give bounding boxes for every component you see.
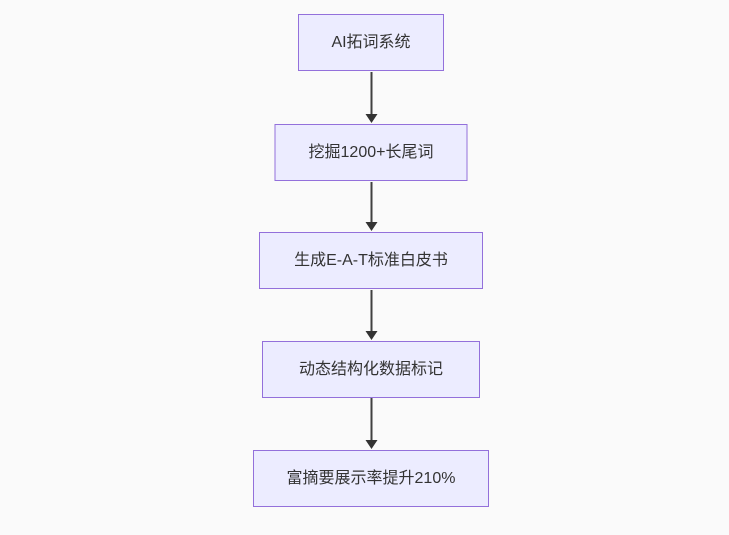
arrow-down-icon <box>365 440 377 449</box>
flowchart-node-rich-snippet-rate: 富摘要展示率提升210% <box>253 450 489 507</box>
node-label: AI拓词系统 <box>331 33 411 51</box>
flowchart-edge-4 <box>365 398 378 449</box>
node-label: 挖掘1200+长尾词 <box>308 143 434 161</box>
arrow-down-icon <box>365 331 377 340</box>
arrow-down-icon <box>365 222 377 231</box>
flowchart-edge-2 <box>365 182 378 231</box>
flowchart-node-ai-system: AI拓词系统 <box>298 14 444 71</box>
flowchart-node-structured-data: 动态结构化数据标记 <box>262 341 480 398</box>
node-label: 动态结构化数据标记 <box>298 360 443 378</box>
flowchart-edge-1 <box>365 72 378 123</box>
edge-line <box>370 290 372 331</box>
edge-line <box>370 72 372 114</box>
edge-line <box>370 182 372 222</box>
flowchart-node-eat-whitepaper: 生成E-A-T标准白皮书 <box>259 232 483 289</box>
node-label: 生成E-A-T标准白皮书 <box>294 251 448 269</box>
flowchart-node-longtail-words: 挖掘1200+长尾词 <box>274 124 468 181</box>
node-label: 富摘要展示率提升210% <box>286 469 456 487</box>
arrow-down-icon <box>365 114 377 123</box>
edge-line <box>370 398 372 440</box>
flowchart-edge-3 <box>365 290 378 340</box>
